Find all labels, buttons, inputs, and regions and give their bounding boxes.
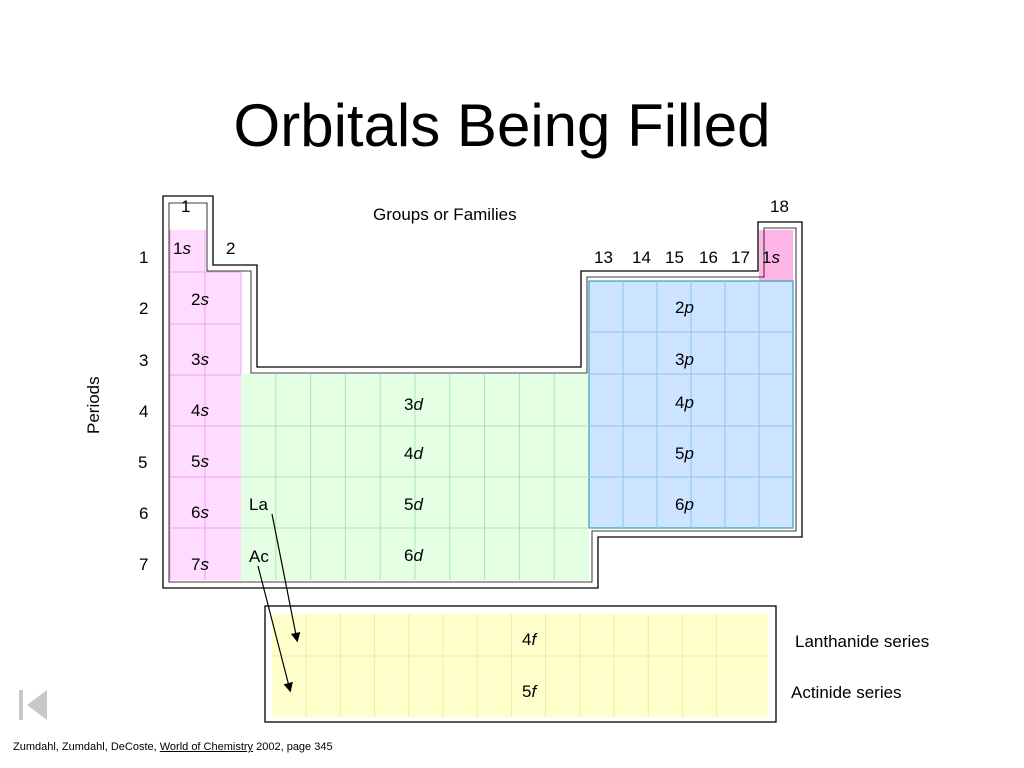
period-number-3: 3 [139,351,149,370]
period-number-5: 5 [138,453,148,472]
orbital-label-5d: 5d [404,495,423,514]
orbital-label-6p: 6p [675,495,694,514]
element-ac: Ac [249,547,269,566]
orbital-label-5p: 5p [675,444,694,463]
main-table-outline [162,195,803,589]
orbital-label-5s: 5s [191,452,209,471]
orbital-label-3p: 3p [675,350,694,369]
period-number-2: 2 [139,299,149,318]
group-number-17: 17 [731,248,750,267]
period-number-1: 1 [139,248,149,267]
back-to-start-icon[interactable] [16,686,52,726]
orbital-label-4d: 4d [404,444,423,463]
slide-title: Orbitals Being Filled [233,92,771,159]
orbital-label-2s: 2s [191,290,209,309]
orbital-label-1s: 1s [173,239,191,258]
period-number-6: 6 [139,504,149,523]
groups-label: Groups or Families [373,205,517,224]
group-number-16: 16 [699,248,718,267]
citation: Zumdahl, Zumdahl, DeCoste, World of Chem… [13,740,333,754]
orbital-label-4f: 4f [522,630,537,649]
period-number-7: 7 [139,555,149,574]
ac-arrow [257,565,293,693]
orbital-label-6s: 6s [191,503,209,522]
lanthanide-series-label: Lanthanide series [795,632,930,651]
group-number-15: 15 [665,248,684,267]
orbital-label-5f: 5f [522,682,537,701]
citation-authors: Zumdahl, Zumdahl, DeCoste, [13,741,160,753]
orbital-label-3s: 3s [191,350,209,369]
element-la: La [249,495,268,514]
orbital-label-2p: 2p [675,298,694,317]
he-1s-cell [759,230,793,281]
orbital-label-4p: 4p [675,393,694,412]
group-number-18: 18 [770,197,789,216]
period-number-4: 4 [139,402,149,421]
f-block-outline [264,605,777,723]
group-number-13: 13 [594,248,613,267]
orbital-label-he-1s: 1s [762,248,780,267]
f-block [272,614,768,717]
orbital-label-3d: 3d [404,395,423,414]
orbital-label-4s: 4s [191,401,209,420]
citation-year-page: 2002, page 345 [253,741,333,753]
citation-book-link[interactable]: World of Chemistry [159,741,254,753]
periods-label: Periods [84,376,103,434]
actinide-series-label: Actinide series [791,683,902,702]
orbital-label-7s: 7s [191,555,209,574]
orbital-label-6d: 6d [404,546,423,565]
group-number-1: 1 [181,197,191,216]
main-table-inner-outline [168,202,797,583]
s-block-group1 [170,230,205,580]
group-number-14: 14 [632,248,651,267]
la-arrow [271,513,301,643]
group-number-2: 2 [226,239,236,258]
